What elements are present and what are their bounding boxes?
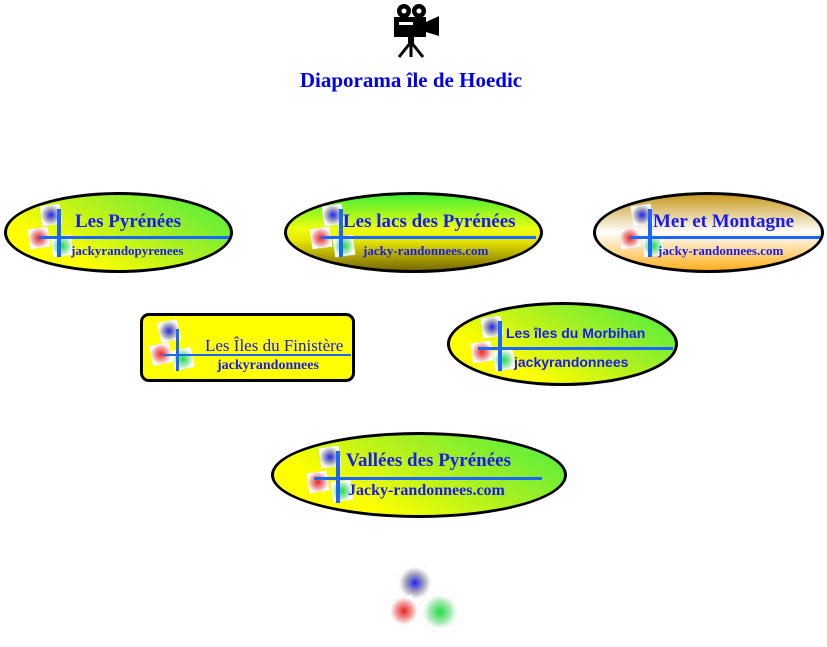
link-mer-et-montagne[interactable]: Mer et Montagne jacky-randonnees.com xyxy=(593,192,824,273)
link-title: Vallées des Pyrénées xyxy=(346,450,511,471)
link-title: Les Pyrénées xyxy=(75,211,182,232)
logo-icon xyxy=(149,319,201,379)
link-vallees-des-pyrenees[interactable]: Vallées des Pyrénées Jacky-randonnees.co… xyxy=(271,432,567,518)
link-iles-du-finistere[interactable]: Les Îles du Finistère jackyrandonnees xyxy=(140,313,355,382)
link-title: Les Îles du Finistère xyxy=(205,336,344,355)
logo-icon xyxy=(618,203,670,265)
link-lacs-pyrenees[interactable]: Les lacs des Pyrénées jacky-randonnees.c… xyxy=(284,192,543,273)
logo-icon xyxy=(470,315,522,377)
link-subtitle: jacky-randonnees.com xyxy=(658,243,784,258)
movie-camera-icon xyxy=(391,2,441,58)
link-title: Mer et Montagne xyxy=(653,211,795,232)
link-les-pyrenees[interactable]: Les Pyrénées jackyrandopyrenees xyxy=(4,192,233,273)
link-subtitle: jackyrandonnees xyxy=(217,358,319,373)
logo-icon xyxy=(27,203,79,265)
link-subtitle: jacky-randonnees.com xyxy=(363,243,489,258)
page-title: Diaporama île de Hoedic xyxy=(299,68,523,92)
link-subtitle: jackyrandopyrenees xyxy=(71,243,184,258)
logo-icon xyxy=(309,203,361,265)
link-title: Les îles du Morbihan xyxy=(506,325,646,341)
link-title: Les lacs des Pyrénées xyxy=(343,211,516,232)
link-iles-du-morbihan[interactable]: Les îles du Morbihan jackyrandonnees xyxy=(447,302,678,386)
link-subtitle: Jacky-randonnees.com xyxy=(348,482,505,499)
link-subtitle: jackyrandonnees xyxy=(514,354,629,370)
logo-icon xyxy=(387,562,468,640)
